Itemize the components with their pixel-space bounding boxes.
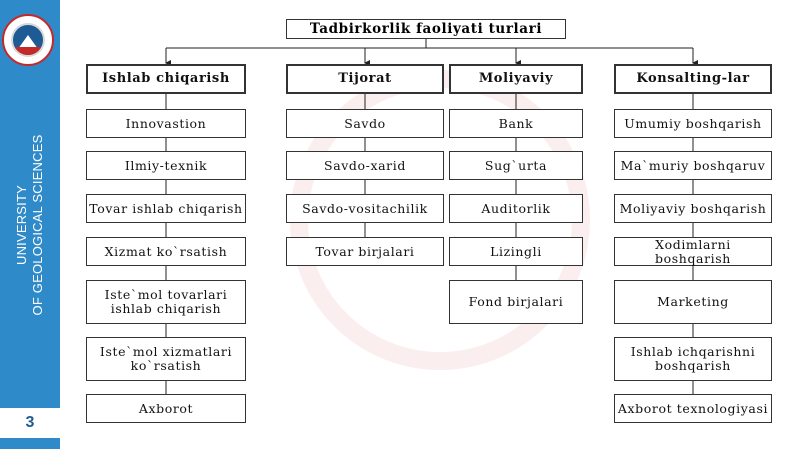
column-header-0: Ishlab chiqarish [86, 64, 246, 94]
column-header-1: Tijorat [286, 64, 444, 94]
diagram-node: Axborot [86, 394, 246, 423]
diagram-node: Iste`mol tovarlari ishlab chiqarish [86, 280, 246, 324]
diagram-node: Iste`mol xizmatlari ko`rsatish [86, 337, 246, 381]
diagram-node: Sug`urta [449, 151, 583, 180]
diagram-node: Ma`muriy boshqaruv [614, 151, 772, 180]
diagram-node: Xodimlarni boshqarish [614, 237, 772, 266]
page-number: 3 [0, 408, 60, 438]
column-header-3: Konsalting-lar [614, 64, 772, 94]
diagram-node: Savdo-vositachilik [286, 194, 444, 223]
diagram-node: Ilmiy-texnik [86, 151, 246, 180]
diagram-node: Innovastion [86, 109, 246, 138]
diagram-node: Auditorlik [449, 194, 583, 223]
diagram-node: Marketing [614, 280, 772, 324]
diagram-node: Savdo-xarid [286, 151, 444, 180]
diagram-node: Bank [449, 109, 583, 138]
university-logo [2, 14, 54, 66]
diagram-node: Tovar ishlab chiqarish [86, 194, 246, 223]
diagram-title: Tadbirkorlik faoliyati turlari [286, 19, 566, 39]
diagram-node: Fond birjalari [449, 280, 583, 324]
diagram-node: Ishlab ichqarishni boshqarish [614, 337, 772, 381]
sidebar: UNIVERSITY OF GEOLOGICAL SCIENCES 3 [0, 0, 60, 449]
diagram-node: Xizmat ko`rsatish [86, 237, 246, 266]
column-header-2: Moliyaviy [449, 64, 583, 94]
diagram-node: Axborot texnologiyasi [614, 394, 772, 423]
diagram-node: Umumiy boshqarish [614, 109, 772, 138]
diagram-node: Tovar birjalari [286, 237, 444, 266]
diagram-node: Moliyaviy boshqarish [614, 194, 772, 223]
diagram-node: Lizingli [449, 237, 583, 266]
diagram-node: Savdo [286, 109, 444, 138]
